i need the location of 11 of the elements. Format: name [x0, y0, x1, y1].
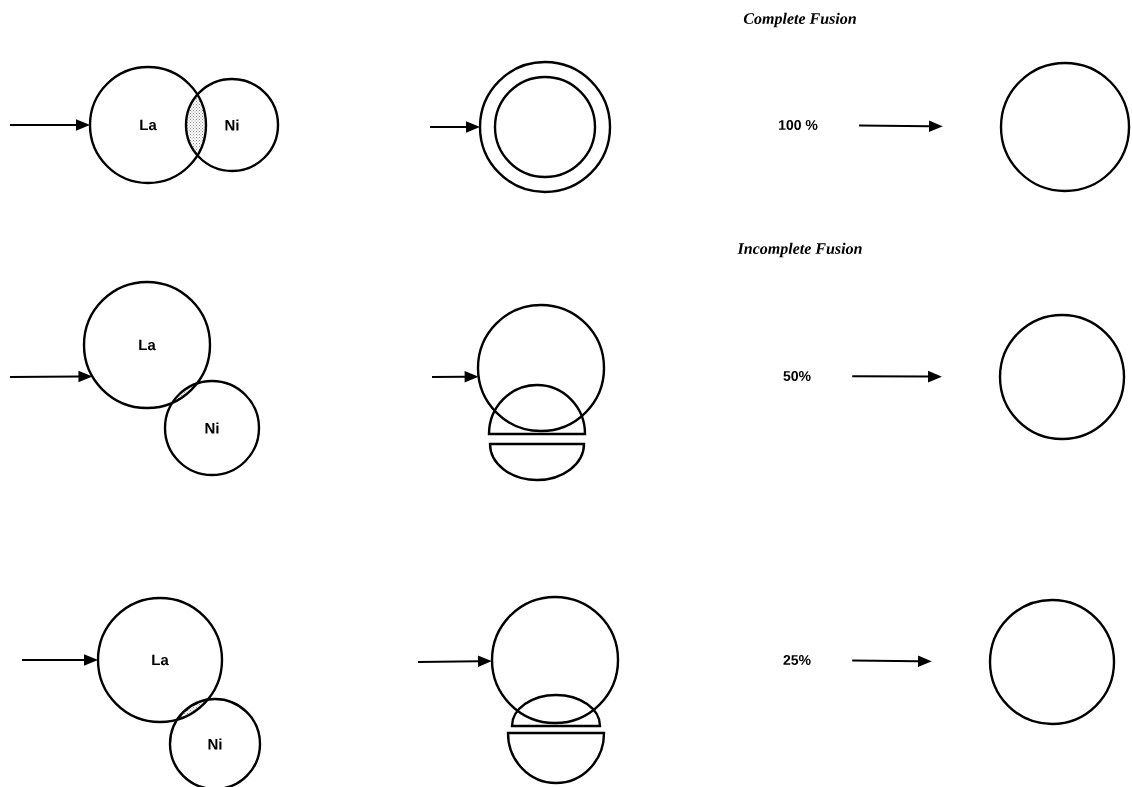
compound-nucleus-drawing [478, 60, 612, 194]
percentage-label: 50% [783, 371, 811, 381]
section-heading: Incomplete Fusion [737, 242, 862, 258]
compound-nucleus-drawing [476, 303, 606, 482]
fused-nucleus-circle [988, 598, 1116, 726]
percentage-label: 25% [783, 655, 811, 665]
section-heading: Complete Fusion [743, 12, 856, 28]
percentage-label: 100 % [779, 120, 818, 130]
compound-nucleus-drawing [490, 595, 620, 785]
fused-nucleus-circle [999, 61, 1131, 193]
fused-nucleus-circle [998, 313, 1126, 441]
